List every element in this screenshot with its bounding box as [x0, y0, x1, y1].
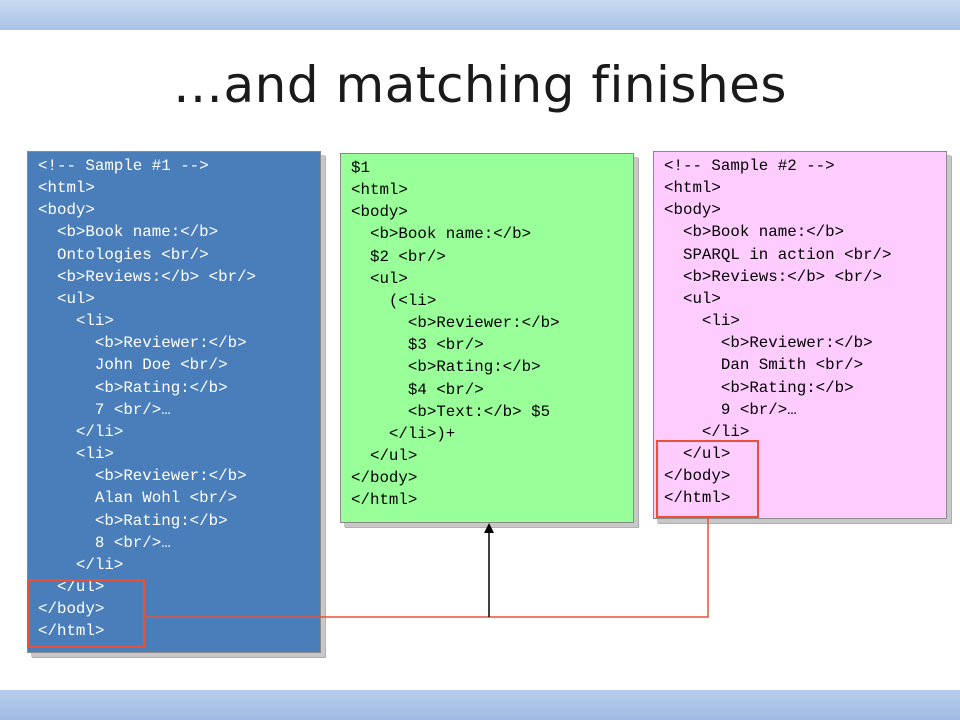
sample-2-code: <!-- Sample #2 --> <html> <body> <b>Book… — [664, 157, 892, 508]
sample-1-mismatch-highlight — [27, 579, 145, 648]
template-code: $1 <html> <body> <b>Book name:</b> $2 <b… — [351, 159, 560, 510]
sample-2-panel: <!-- Sample #2 --> <html> <body> <b>Book… — [653, 151, 947, 519]
bottom-band — [0, 690, 960, 720]
sample-1-code: <!-- Sample #1 --> <html> <body> <b>Book… — [38, 157, 257, 641]
template-panel: $1 <html> <body> <b>Book name:</b> $2 <b… — [340, 153, 634, 523]
top-band — [0, 0, 960, 30]
template-up-arrowhead — [484, 523, 494, 533]
slide-title: …and matching finishes — [173, 56, 787, 114]
sample-2-mismatch-highlight — [656, 440, 759, 518]
sample-1-panel: <!-- Sample #1 --> <html> <body> <b>Book… — [27, 151, 321, 653]
mismatch-connector-line — [144, 517, 709, 618]
